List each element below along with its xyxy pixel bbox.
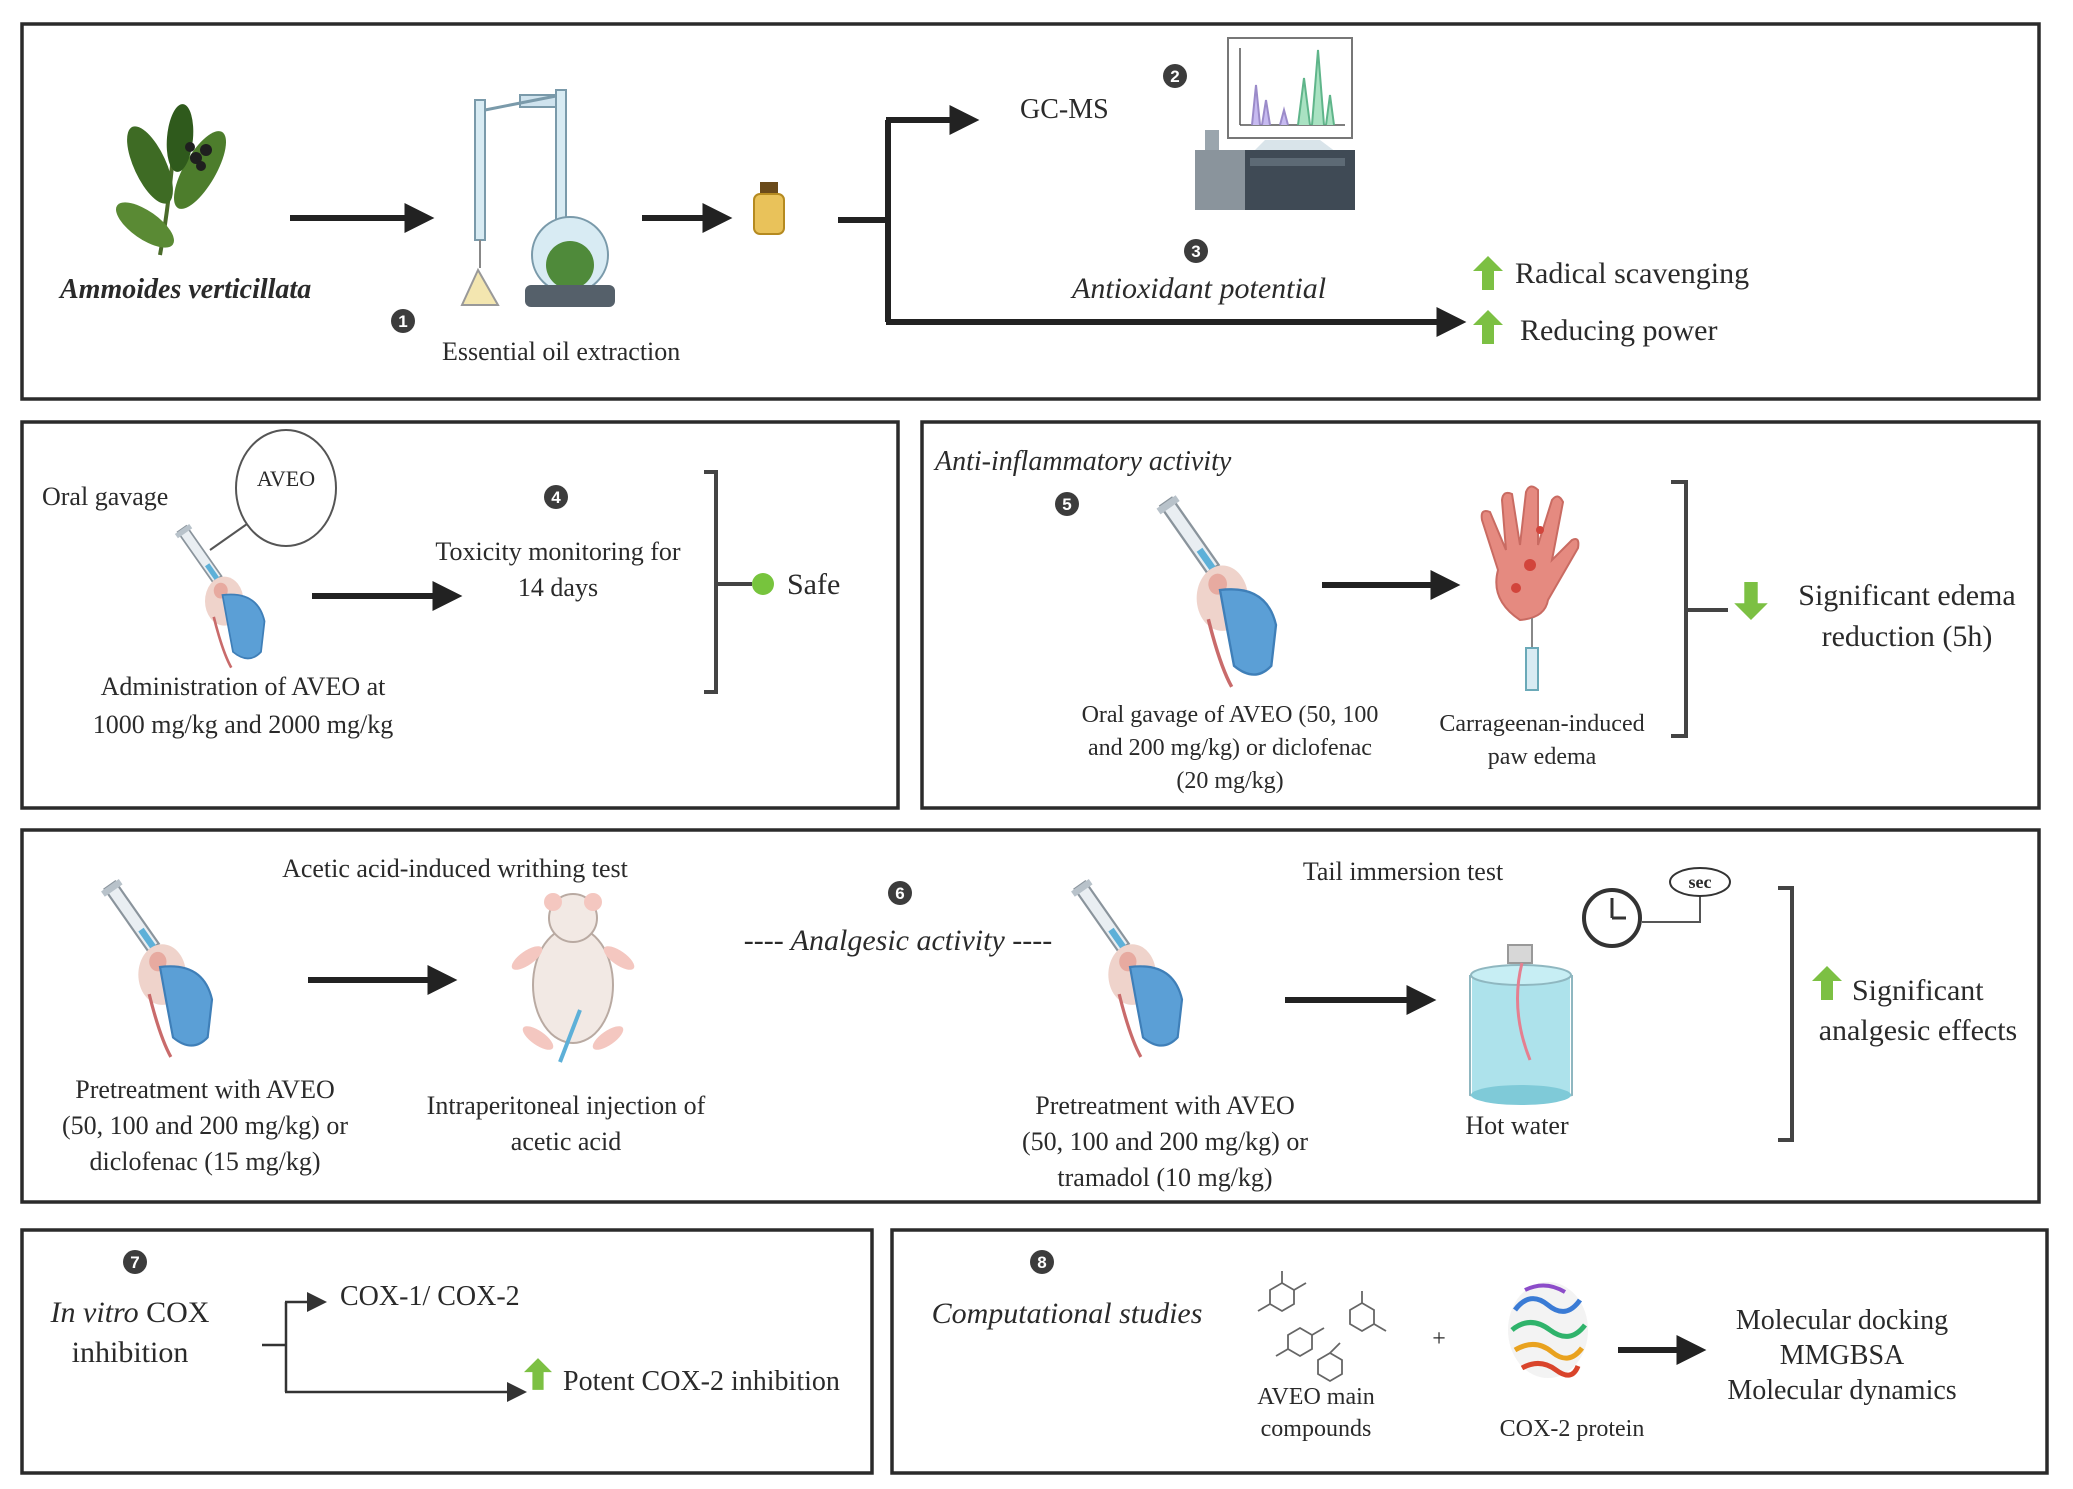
- cox1-cox2-label: COX-1/ COX-2: [340, 1281, 520, 1312]
- svg-text:3: 3: [1191, 242, 1200, 261]
- aveo-compounds-line1: AVEO main: [1257, 1384, 1375, 1410]
- cox-inhibition-title-line1: In vitro COX: [50, 1296, 210, 1329]
- svg-text:5: 5: [1062, 495, 1071, 514]
- section-computational-box: [890, 1228, 2049, 1475]
- molecular-dynamics-label: Molecular dynamics: [1727, 1375, 1956, 1406]
- aveo-bubble-label: AVEO: [257, 466, 315, 491]
- pretreatment1-line3: diclofenac (15 mg/kg): [89, 1147, 320, 1176]
- mouse-icon: [511, 893, 635, 1063]
- plus-sign: +: [1432, 1326, 1446, 1352]
- paw-edema-icon: [1480, 485, 1580, 691]
- toxicity-monitoring-line1: Toxicity monitoring for: [435, 537, 680, 566]
- svg-text:6: 6: [895, 884, 904, 903]
- antioxidant-potential-label: Antioxidant potential: [1070, 272, 1326, 305]
- gcms-label: GC-MS: [1020, 94, 1109, 125]
- step-1-badge: 1: [391, 309, 415, 333]
- step-6-badge: 6: [888, 881, 912, 905]
- section-analgesic-box: [20, 828, 2041, 1204]
- reducing-power-label: Reducing power: [1520, 314, 1717, 347]
- anti-inflammatory-title: Anti-inflammatory activity: [933, 446, 1232, 477]
- potent-cox2-label: Potent COX-2 inhibition: [563, 1366, 840, 1397]
- tail-immersion-title: Tail immersion test: [1303, 857, 1504, 886]
- svg-text:1: 1: [398, 312, 407, 331]
- down-arrow-icon: [1734, 582, 1768, 620]
- step-5-badge: 5: [1055, 492, 1079, 516]
- edema-result-line2: reduction (5h): [1822, 620, 1993, 653]
- analgesic-activity-title: ---- Analgesic activity ----: [744, 924, 1052, 957]
- syringe-mouse-icon: [99, 877, 214, 1059]
- svg-text:8: 8: [1037, 1253, 1046, 1272]
- svg-text:2: 2: [1170, 67, 1179, 86]
- safe-label: Safe: [787, 568, 840, 601]
- analgesic-result-line1: Significant: [1852, 974, 1984, 1007]
- pretreatment2-line1: Pretreatment with AVEO: [1035, 1091, 1294, 1120]
- oil-vial-icon: [753, 182, 785, 235]
- syringe-mouse-icon: [1154, 493, 1278, 689]
- essential-oil-extraction-label: Essential oil extraction: [442, 337, 680, 366]
- up-arrow-icon: [1473, 256, 1503, 290]
- svg-text:7: 7: [130, 1253, 139, 1272]
- hot-water-beaker-icon: [1469, 944, 1573, 1105]
- administration-line2: 1000 mg/kg and 2000 mg/kg: [93, 710, 393, 739]
- aveo-compounds-line2: compounds: [1261, 1416, 1372, 1442]
- aveo-speech-bubble: [235, 429, 337, 547]
- analgesic-bracket: [1778, 886, 1794, 1142]
- radical-scavenging-label: Radical scavenging: [1515, 257, 1749, 290]
- hot-water-label: Hot water: [1465, 1111, 1569, 1140]
- step-4-badge: 4: [544, 485, 568, 509]
- pretreatment1-line2: (50, 100 and 200 mg/kg) or: [62, 1111, 348, 1140]
- toxicity-monitoring-line2: 14 days: [518, 573, 598, 602]
- section-anti-inflammatory-box: [920, 420, 2041, 810]
- branch-arrows: [838, 105, 1467, 337]
- edema-result-line1: Significant edema: [1798, 579, 2015, 612]
- sec-label: sec: [1689, 872, 1712, 892]
- toxicity-bracket: [704, 470, 752, 694]
- cox2-protein-icon: [1508, 1282, 1588, 1378]
- up-arrow-icon: [1812, 966, 1842, 1000]
- plant-icon: [116, 104, 226, 256]
- safe-dot-icon: [752, 573, 774, 595]
- molecule-structures-icon: [1257, 1271, 1387, 1383]
- step-3-badge: 3: [1184, 239, 1208, 263]
- oral-gavage-label: Oral gavage: [42, 482, 168, 511]
- carrageenan-line2: paw edema: [1488, 744, 1597, 770]
- analgesic-result-line2: analgesic effects: [1819, 1014, 2018, 1047]
- ip-injection-line2: acetic acid: [511, 1127, 621, 1156]
- up-arrow-icon: [524, 1358, 552, 1390]
- up-arrow-icon: [1473, 310, 1503, 344]
- step-7-badge: 7: [123, 1250, 147, 1274]
- svg-text:4: 4: [551, 488, 561, 507]
- gcms-instrument-icon: [1195, 37, 1355, 210]
- gavage-aveo-line2: and 200 mg/kg) or diclofenac: [1088, 735, 1372, 761]
- pretreatment2-line2: (50, 100 and 200 mg/kg) or: [1022, 1127, 1308, 1156]
- section-extraction-box: [20, 22, 2041, 401]
- administration-line1: Administration of AVEO at: [101, 672, 387, 701]
- distillation-apparatus-icon: [460, 89, 615, 307]
- syringe-mouse-icon: [173, 522, 266, 669]
- writhing-test-title: Acetic acid-induced writhing test: [282, 854, 629, 883]
- computational-studies-title: Computational studies: [932, 1297, 1203, 1330]
- section-toxicity-box: [20, 420, 900, 810]
- gavage-aveo-line1: Oral gavage of AVEO (50, 100: [1082, 702, 1379, 728]
- step-8-badge: 8: [1030, 1250, 1054, 1274]
- anti-inflammatory-bracket: [1671, 480, 1728, 738]
- cox-inhibition-title-line2: inhibition: [72, 1336, 189, 1369]
- cox2-protein-label: COX-2 protein: [1500, 1416, 1645, 1442]
- step-2-badge: 2: [1163, 64, 1187, 88]
- syringe-mouse-icon: [1069, 877, 1184, 1059]
- gavage-aveo-line3: (20 mg/kg): [1176, 768, 1283, 794]
- aveo-bubble-pointer: [209, 523, 248, 551]
- molecular-docking-label: Molecular docking: [1736, 1305, 1948, 1336]
- pretreatment1-line1: Pretreatment with AVEO: [75, 1075, 334, 1104]
- mmgbsa-label: MMGBSA: [1780, 1340, 1905, 1371]
- plant-name-label: Ammoides verticillata: [58, 274, 311, 305]
- stopwatch-icon: [1582, 867, 1731, 948]
- carrageenan-line1: Carrageenan-induced: [1439, 711, 1644, 737]
- ip-injection-line1: Intraperitoneal injection of: [427, 1091, 706, 1120]
- section-cox-inhibition-box: [20, 1228, 874, 1475]
- pretreatment2-line3: tramadol (10 mg/kg): [1057, 1163, 1272, 1192]
- cox-branch-arrows: [262, 1292, 527, 1402]
